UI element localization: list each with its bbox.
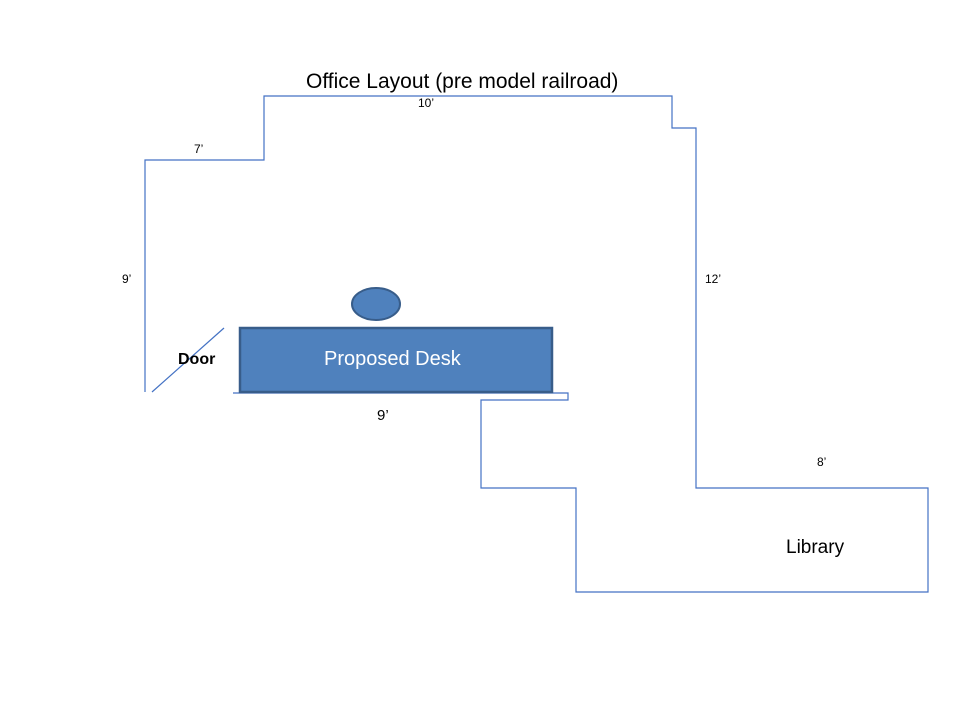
library-label: Library bbox=[786, 537, 845, 558]
proposed-desk bbox=[238, 326, 554, 394]
chair bbox=[351, 287, 401, 321]
dimension-library-wall: 8’ bbox=[817, 455, 827, 469]
desk-label: Proposed Desk bbox=[324, 348, 461, 370]
door-swing-line bbox=[151, 327, 225, 393]
dimension-top-wall: 10’ bbox=[418, 96, 435, 110]
dimension-bottom-wall: 9’ bbox=[377, 407, 389, 424]
dimension-left-wall: 9’ bbox=[122, 272, 132, 286]
dimension-right-wall: 12’ bbox=[705, 272, 722, 286]
room-outline bbox=[144, 95, 929, 593]
door-label: Door bbox=[178, 351, 216, 368]
dimension-upper-left-wall: 7’ bbox=[194, 142, 204, 156]
page-title: Office Layout (pre model railroad) bbox=[306, 70, 619, 93]
